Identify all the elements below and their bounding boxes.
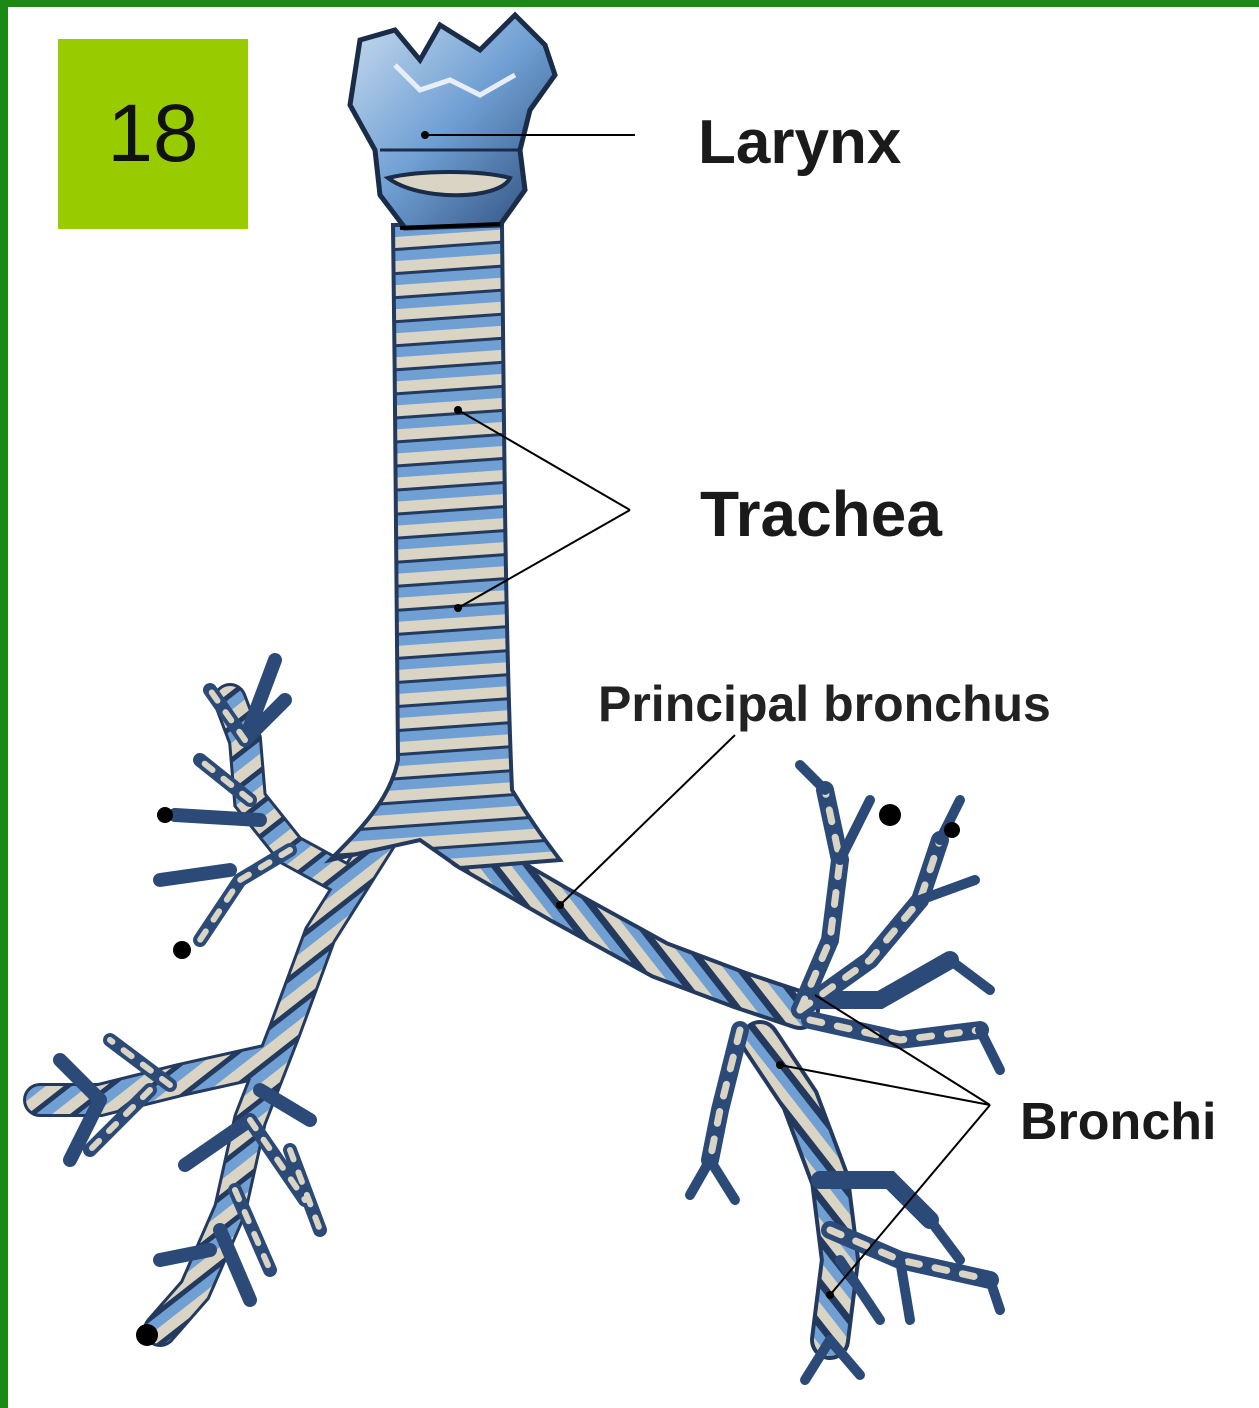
label-larynx: Larynx (698, 107, 901, 178)
larynx-cartilage (350, 15, 555, 228)
label-bronchi: Bronchi (1020, 1092, 1216, 1152)
slide-number: 18 (107, 87, 198, 181)
label-trachea: Trachea (700, 477, 942, 551)
slide-number-badge: 18 (58, 39, 248, 229)
trachea-tube (330, 225, 560, 868)
label-principal-bronchus: Principal bronchus (598, 675, 1051, 733)
left-bronchial-tree (40, 660, 380, 1346)
